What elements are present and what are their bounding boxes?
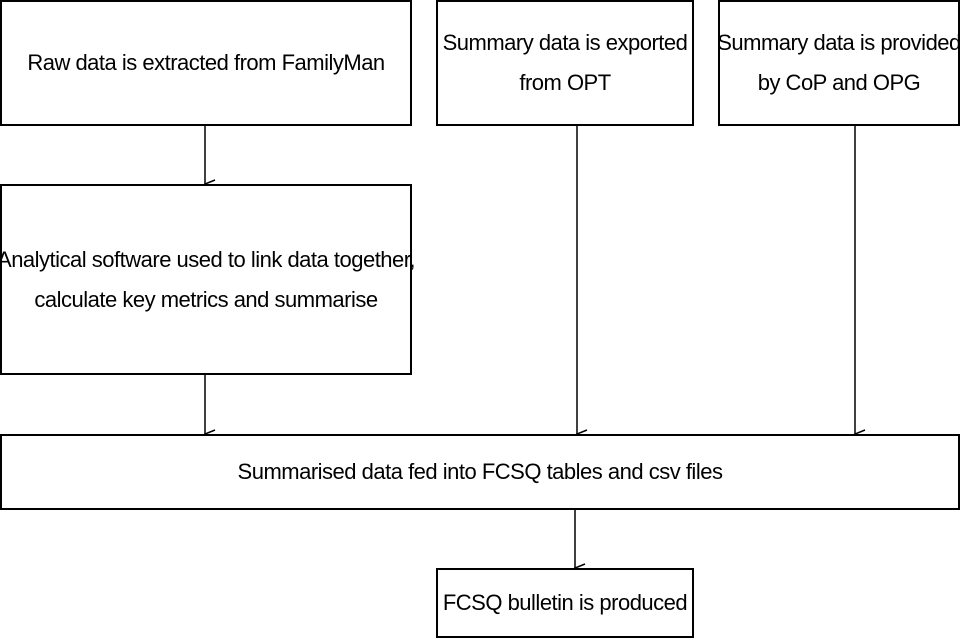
- node-summarised-data: Summarised data fed into FCSQ tables and…: [0, 434, 960, 510]
- node-label-line: FCSQ bulletin is produced: [442, 590, 688, 615]
- node-label-line: Summary data is exported: [442, 30, 688, 55]
- node-label-line: from OPT: [519, 70, 611, 95]
- node-label-line: Summarised data fed into FCSQ tables and…: [237, 459, 723, 484]
- node-label-line: by CoP and OPG: [757, 70, 921, 95]
- node-label-line: Analytical software used to link data to…: [0, 246, 415, 272]
- node-label-line: calculate key metrics and summarise: [34, 286, 378, 312]
- node-analytical-software: Analytical software used to link data to…: [0, 184, 415, 375]
- node-summary-provided-cop-opg: Summary data is provided by CoP and OPG: [717, 0, 960, 126]
- node-summary-exported-opt: Summary data is exported from OPT: [436, 0, 694, 126]
- node-label-line: Summary data is provided: [717, 30, 960, 55]
- node-raw-data-extracted: Raw data is extracted from FamilyMan: [0, 0, 412, 126]
- node-label-line: Raw data is extracted from FamilyMan: [27, 50, 385, 75]
- node-bulletin-produced: FCSQ bulletin is produced: [436, 568, 694, 638]
